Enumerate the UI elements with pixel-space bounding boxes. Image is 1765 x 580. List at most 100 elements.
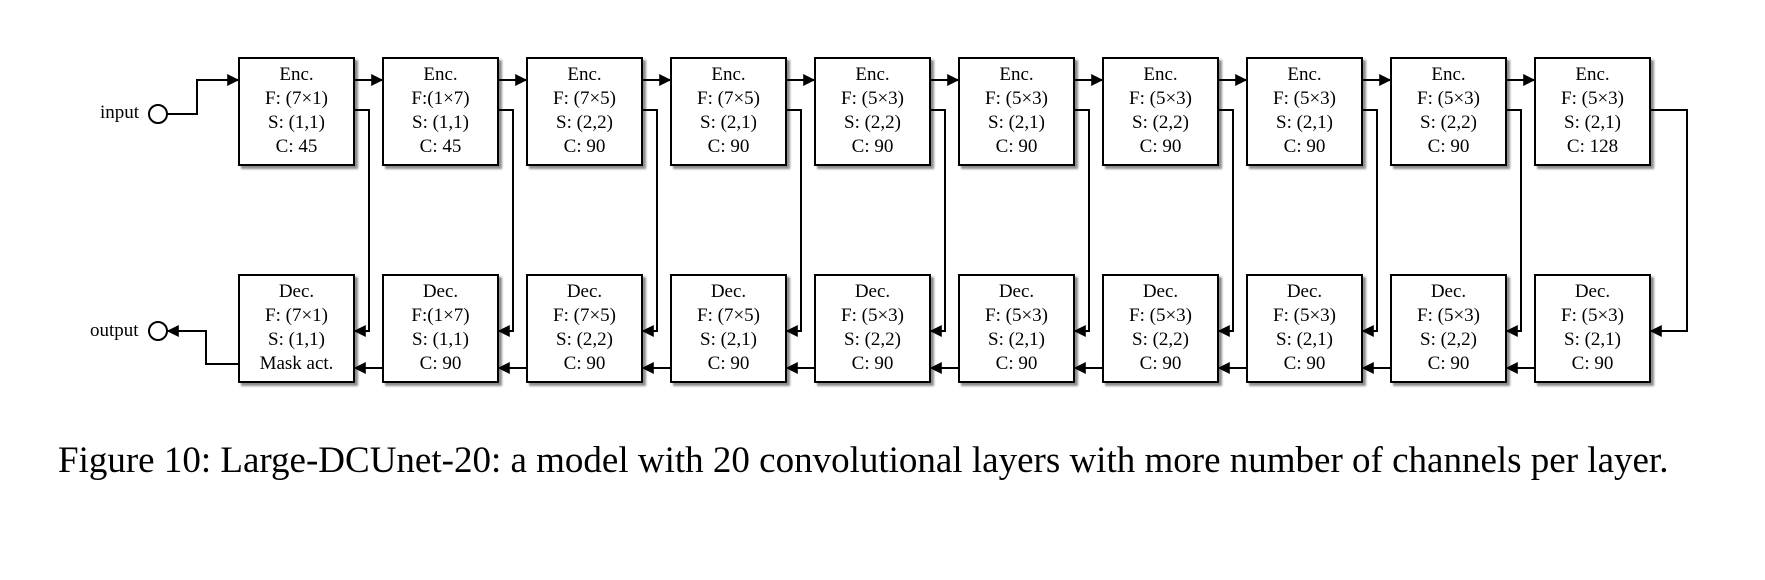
- encoder-channels: C: 90: [995, 136, 1038, 157]
- connection-wires: [148, 74, 1688, 374]
- decoder-stride: S: (2,1): [1276, 329, 1333, 350]
- output-port: [148, 321, 168, 341]
- encoder-stride: S: (1,1): [412, 112, 469, 133]
- encoder-block: Enc.F:(1×7)S: (1,1)C: 45: [382, 57, 499, 166]
- encoder-block: Enc.F: (5×3)S: (2,2)C: 90: [814, 57, 931, 166]
- decoder-filter-size: F: (5×3): [1417, 305, 1480, 326]
- decoder-stride: S: (2,1): [1564, 329, 1621, 350]
- encoder-block: Enc.F: (7×5)S: (2,1)C: 90: [670, 57, 787, 166]
- encoder-stride: S: (2,1): [1564, 112, 1621, 133]
- encoder-stride: S: (2,2): [1132, 112, 1189, 133]
- encoder-block: Enc.F: (5×3)S: (2,1)C: 90: [1246, 57, 1363, 166]
- encoder-block-title: Enc.: [567, 64, 602, 85]
- encoder-filter-size: F:(1×7): [411, 88, 470, 109]
- decoder-block-title: Dec.: [566, 281, 603, 302]
- input-arrow: [167, 74, 240, 115]
- encoder-block-title: Enc.: [1575, 64, 1610, 85]
- decoder-channels: Mask act.: [259, 353, 334, 374]
- encoder-channels: C: 90: [1139, 136, 1182, 157]
- decoder-block-title: Dec.: [1430, 281, 1467, 302]
- decoder-block: Dec. F: (5×3) S: (2,2) C: 90: [1390, 274, 1507, 383]
- encoder-filter-size: F: (7×1): [265, 88, 328, 109]
- encoder-block: Enc. F: (7×1) S: (1,1) C: 45: [238, 57, 355, 166]
- encoder-channels: C: 90: [851, 136, 894, 157]
- decoder-filter-size: F: (5×3): [1561, 305, 1624, 326]
- encoder-filter-size: F: (7×5): [697, 88, 760, 109]
- decoder-block: Dec. F: (5×3) S: (2,1) C: 90: [958, 274, 1075, 383]
- decoder-block-title: Dec.: [1574, 281, 1611, 302]
- encoder-block-title: Enc.: [279, 64, 314, 85]
- decoder-stride: S: (2,2): [1132, 329, 1189, 350]
- encoder-channels: C: 90: [707, 136, 750, 157]
- encoder-filter-size: F: (7×5): [553, 88, 616, 109]
- decoder-stride: S: (1,1): [412, 329, 469, 350]
- encoder-block: Enc. F: (5×3) S: (2,2) C: 90: [1102, 57, 1219, 166]
- encoder-filter-size: F: (5×3): [1417, 88, 1480, 109]
- decoder-filter-size: F: (5×3): [985, 305, 1048, 326]
- encoder-channels: C: 45: [419, 136, 462, 157]
- decoder-block-title: Dec.: [422, 281, 459, 302]
- decoder-stride: S: (2,2): [1420, 329, 1477, 350]
- skip-connection-arrow: [785, 109, 802, 337]
- decoder-block-title: Dec.: [998, 281, 1035, 302]
- decoder-filter-size: F: (7×5): [697, 305, 760, 326]
- input-label: input: [100, 102, 140, 123]
- decoder-block: Dec.F: (7×1)S: (1,1)Mask act.: [238, 274, 355, 383]
- decoder-stride: S: (2,1): [700, 329, 757, 350]
- decoder-block: Dec. F: (7×5) S: (2,1) C: 90: [670, 274, 787, 383]
- decoder-filter-size: F:(1×7): [411, 305, 470, 326]
- encoder-block-title: Enc.: [711, 64, 746, 85]
- encoder-filter-size: F: (5×3): [1273, 88, 1336, 109]
- encoder-block: Enc.F: (5×3)S: (2,1)C: 90: [958, 57, 1075, 166]
- decoder-filter-size: F: (5×3): [841, 305, 904, 326]
- skip-connection-arrow: [1217, 109, 1234, 337]
- decoder-channels: C: 90: [1283, 353, 1326, 374]
- decoder-block-title: Dec.: [1286, 281, 1323, 302]
- decoder-block-title: Dec.: [854, 281, 891, 302]
- decoder-channels: C: 90: [707, 353, 750, 374]
- output-arrow: [166, 325, 238, 365]
- encoder-block-title: Enc.: [999, 64, 1034, 85]
- bottleneck-arrow: [1649, 109, 1688, 337]
- skip-connection-arrow: [929, 109, 946, 337]
- decoder-channels: C: 90: [1139, 353, 1182, 374]
- decoder-block-title: Dec.: [710, 281, 747, 302]
- encoder-stride: S: (2,1): [1276, 112, 1333, 133]
- encoder-block-title: Enc.: [1287, 64, 1322, 85]
- decoder-channels: C: 90: [1427, 353, 1470, 374]
- decoder-stride: S: (2,1): [988, 329, 1045, 350]
- skip-connection-arrow: [641, 109, 658, 337]
- decoder-block: Dec.F:(1×7)S: (1,1)C: 90: [382, 274, 499, 383]
- decoder-channels: C: 90: [995, 353, 1038, 374]
- skip-connection-arrow: [353, 109, 370, 337]
- skip-connection-arrow: [1505, 109, 1522, 337]
- decoder-filter-size: F: (7×1): [265, 305, 328, 326]
- encoder-stride: S: (1,1): [268, 112, 325, 133]
- encoder-channels: C: 45: [275, 136, 318, 157]
- decoder-block: Dec. F: (5×3) S: (2,2) C: 90: [814, 274, 931, 383]
- encoder-filter-size: F: (5×3): [985, 88, 1048, 109]
- encoder-filter-size: F: (5×3): [841, 88, 904, 109]
- encoder-block: Enc.F: (5×3)S: (2,1)C: 128: [1534, 57, 1651, 166]
- skip-connection-arrow: [1073, 109, 1090, 337]
- decoder-block: Dec. F: (5×3) S: (2,2) C: 90: [1102, 274, 1219, 383]
- encoder-stride: S: (2,2): [1420, 112, 1477, 133]
- decoder-block: Dec. F: (5×3) S: (2,1) C: 90: [1534, 274, 1651, 383]
- decoder-channels: C: 90: [1571, 353, 1614, 374]
- decoder-block-title: Dec.: [1142, 281, 1179, 302]
- encoder-channels: C: 128: [1566, 136, 1619, 157]
- decoder-stride: S: (2,2): [844, 329, 901, 350]
- encoder-stride: S: (2,2): [844, 112, 901, 133]
- decoder-channels: C: 90: [851, 353, 894, 374]
- decoder-block: Dec.F: (7×5)S: (2,2)C: 90: [526, 274, 643, 383]
- skip-connection-arrow: [497, 109, 514, 337]
- skip-connection-arrow: [1361, 109, 1378, 337]
- figure-caption: Figure 10: Large-DCUnet-20: a model with…: [58, 440, 1669, 481]
- decoder-filter-size: F: (5×3): [1129, 305, 1192, 326]
- output-label: output: [90, 320, 139, 341]
- encoder-stride: S: (2,2): [556, 112, 613, 133]
- decoder-filter-size: F: (5×3): [1273, 305, 1336, 326]
- encoder-block-title: Enc.: [1143, 64, 1178, 85]
- input-port: [148, 104, 168, 124]
- encoder-filter-size: F: (5×3): [1129, 88, 1192, 109]
